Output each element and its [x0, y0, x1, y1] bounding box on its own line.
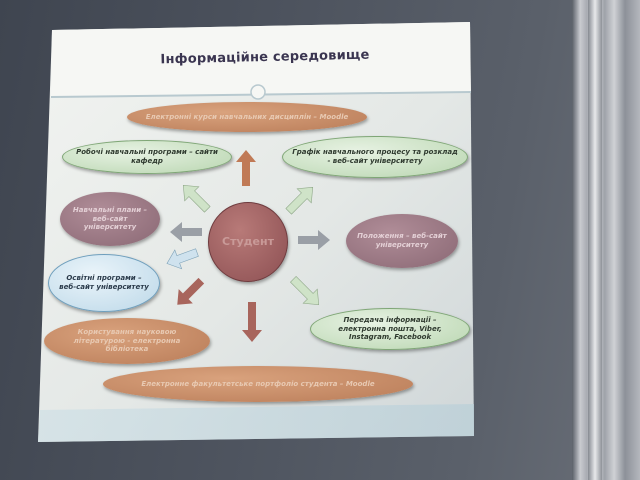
arrow-up [236, 150, 256, 186]
node-regulations: Положення – веб-сайт університету [346, 214, 458, 268]
arrow-left [170, 222, 202, 242]
node-work-programs: Робочі навчальні програми – сайти кафедр [62, 140, 232, 174]
node-curricula: Навчальні плани – веб-сайт університету [60, 192, 160, 246]
screen-frame-molding [588, 0, 602, 480]
center-node-student: Студент [208, 202, 288, 282]
title-band [51, 22, 471, 97]
arrow-down-left-blue [166, 248, 199, 270]
arrow-down-left [177, 277, 205, 305]
node-edu-programs: Освітні програми – веб-сайт університету [48, 254, 160, 312]
arrow-right [298, 230, 330, 250]
node-portfolio: Електронне факультетське портфоліо студе… [103, 366, 413, 402]
bottom-band [38, 404, 474, 442]
arrow-down [242, 302, 262, 342]
node-moodle-courses: Електронні курси навчальних дисциплін – … [127, 102, 367, 132]
title-divider-knot [250, 84, 266, 100]
node-schedule: Графік навчального процесу та розклад - … [282, 136, 468, 178]
node-library: Користування науковою літературою - елек… [44, 318, 210, 364]
arrow-down-right [290, 276, 320, 306]
screen-frame [572, 0, 640, 480]
arrow-up-right [285, 186, 314, 215]
node-messaging: Передача інформації – електронна пошта, … [310, 308, 470, 350]
arrow-up-left [182, 184, 211, 213]
